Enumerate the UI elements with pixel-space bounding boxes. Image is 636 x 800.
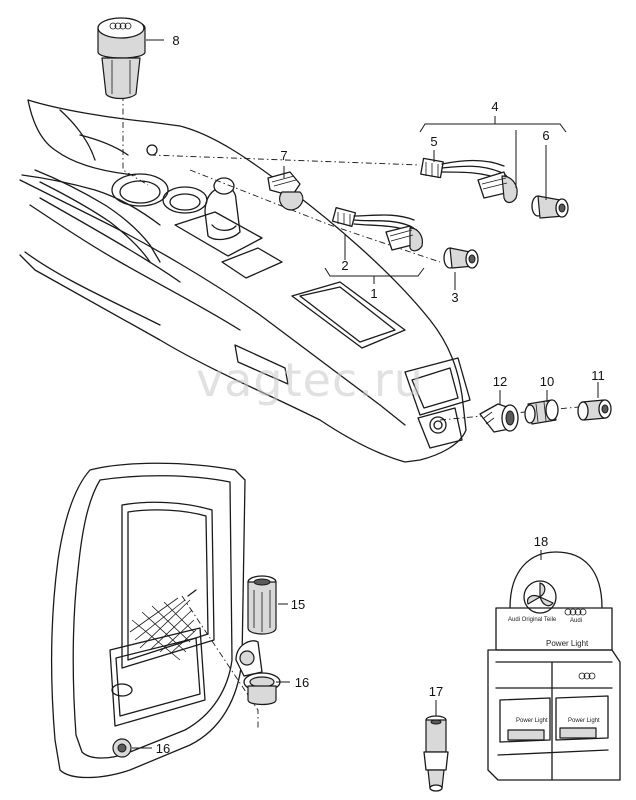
callout-labels: 8 4 5 6 7 2 1 3 12 10 11 15 16 16 17 18 (156, 33, 605, 756)
callout-16-socket: 16 (295, 675, 309, 690)
socket-15 (247, 575, 277, 635)
callout-3: 3 (451, 290, 458, 305)
callout-11: 11 (591, 368, 605, 383)
assembly-line-front (149, 154, 421, 166)
tray-label-left: Power Light (516, 718, 548, 724)
callout-15: 15 (291, 597, 305, 612)
callout-5: 5 (430, 134, 437, 149)
socket-insert-6 (531, 195, 569, 219)
socket-insert-10 (524, 399, 559, 425)
callout-16-panel: 16 (156, 741, 170, 756)
callout-7: 7 (280, 148, 287, 163)
callout-8: 8 (172, 33, 179, 48)
center-console (19, 99, 471, 463)
assembly-line-8 (122, 95, 149, 186)
wiring-harness-4 (420, 157, 518, 204)
leader-lines (132, 39, 599, 749)
callout-10: 10 (540, 374, 554, 389)
callout-6: 6 (542, 128, 549, 143)
socket-housing-12 (479, 403, 519, 433)
ashtray-insert-part (97, 17, 146, 100)
callout-12: 12 (493, 374, 507, 389)
audi-rings-logo (109, 22, 132, 30)
socket-cover-16 (235, 640, 281, 706)
box-product-name: Power Light (546, 639, 589, 648)
callout-18: 18 (534, 534, 548, 549)
tray-label-right: Power Light (568, 718, 600, 724)
callout-17: 17 (429, 684, 443, 699)
power-light-17 (423, 715, 449, 792)
fan-icon (523, 580, 557, 614)
storage-net (129, 597, 197, 661)
wiring-harness-1 (331, 207, 423, 252)
box-logo-text: Audi (570, 618, 582, 624)
cap-11 (577, 399, 612, 421)
watermark: vagtec.ru (196, 353, 424, 407)
callout-2: 2 (341, 258, 348, 273)
audi-rings-logo-box (564, 608, 587, 616)
callout-4: 4 (491, 99, 498, 114)
box-brand-line: Audi Original Teile (508, 617, 557, 623)
wire-clip-part (267, 171, 304, 211)
callout-1: 1 (370, 286, 377, 301)
display-box-18: Audi Audi Original Teile Power Light Pow… (487, 551, 621, 781)
trunk-side-panel (50, 462, 246, 779)
socket-insert-3 (443, 247, 479, 269)
assembly-line-mid (189, 169, 441, 263)
